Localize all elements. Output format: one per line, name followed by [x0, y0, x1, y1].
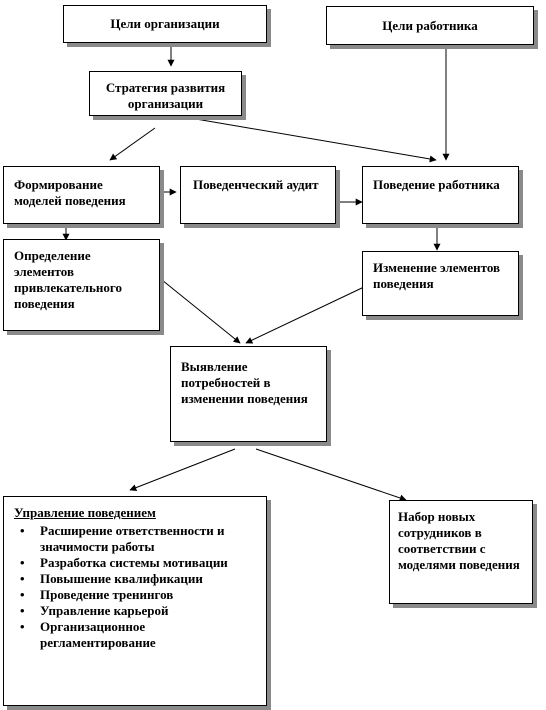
org-goals-box: Цели организации [63, 5, 267, 43]
audit-text: Поведенческий аудит [193, 177, 319, 192]
needs-text: Выявление потребностей в изменении повед… [181, 359, 308, 406]
management-item: Проведение тренингов [20, 587, 260, 603]
arrow-needs-to-recruit [255, 448, 407, 502]
behavior-box: Поведение работника [362, 166, 519, 224]
arrow-change-to-needs [245, 286, 365, 344]
change-box: Изменение элементов поведения [362, 251, 519, 316]
management-item: Повышение квалификации [20, 571, 260, 587]
recruit-text: Набор новых сотрудников в соответствии с… [398, 509, 520, 572]
emp-goals-box: Цели работника [326, 6, 534, 45]
arrow-strategy-to-behavior [189, 117, 437, 163]
models-box: Формирование моделей поведения [3, 166, 160, 224]
define-box: Определение элементов привлекательного п… [3, 239, 160, 331]
management-item: Организационное регламентирование [20, 619, 260, 651]
arrow-define-to-needs [161, 279, 241, 344]
strategy-box: Стратегия развития организации [89, 71, 242, 116]
management-item: Расширение ответственности и значимости … [20, 523, 260, 555]
audit-box: Поведенческий аудит [180, 166, 336, 224]
arrow-needs-to-management [129, 448, 236, 491]
strategy-text: Стратегия развития организации [105, 80, 226, 111]
behavior-text: Поведение работника [373, 177, 500, 192]
arrow-strategy-to-models [109, 127, 156, 161]
models-text: Формирование моделей поведения [14, 177, 126, 208]
management-item: Разработка системы мотивации [20, 555, 260, 571]
needs-box: Выявление потребностей в изменении повед… [170, 346, 327, 442]
management-box: Управление поведением Расширение ответст… [3, 496, 267, 706]
management-list: Расширение ответственности и значимости … [14, 523, 260, 651]
emp-goals-text: Цели работника [382, 18, 478, 33]
define-text: Определение элементов привлекательного п… [14, 248, 122, 311]
management-title: Управление поведением [14, 505, 156, 520]
management-item: Управление карьерой [20, 603, 260, 619]
recruit-box: Набор новых сотрудников в соответствии с… [389, 500, 533, 604]
org-goals-text: Цели организации [110, 16, 220, 31]
change-text: Изменение элементов поведения [373, 260, 501, 291]
